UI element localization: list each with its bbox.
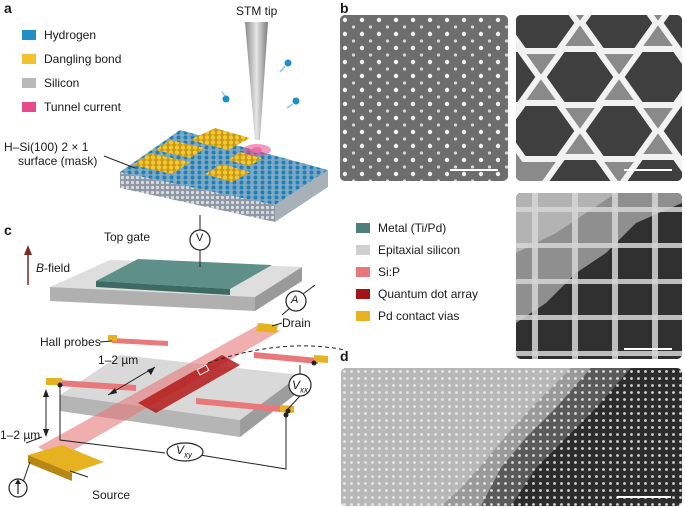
- legend-c-quantum-dot-array: Quantum dot array: [356, 287, 478, 301]
- grid-lines-image: [516, 193, 682, 359]
- epitaxial-silicon-swatch: [356, 245, 370, 255]
- vxx-label: Vxx: [292, 378, 308, 394]
- source-pad-front: [28, 455, 72, 481]
- desorbed-hydrogen: [292, 97, 300, 105]
- vxy-main: V: [176, 443, 185, 457]
- stm-image-hexagon: [516, 15, 682, 181]
- voltmeter-symbol: V: [196, 232, 204, 244]
- quantum-dot-array-region: [138, 355, 240, 413]
- vxy-meter-circle: [166, 442, 204, 462]
- legend-label: Tunnel current: [44, 100, 121, 114]
- zoom-box: [196, 364, 210, 376]
- dangling-bond-region: [190, 128, 250, 150]
- legend-label: Si:P: [378, 265, 401, 279]
- dimension-label-length: 1–2 µm: [98, 353, 139, 367]
- panel-letter-c: c: [4, 222, 12, 238]
- slab-front-face: [120, 172, 275, 222]
- vxy-sub: xy: [184, 450, 193, 460]
- hall-probe: [58, 380, 136, 391]
- metal-swatch: [356, 223, 370, 233]
- legend-a-tunnel-current: Tunnel current: [22, 100, 121, 114]
- panel-c-device-illustration: [8, 215, 345, 498]
- ammeter-symbol: A: [291, 294, 299, 306]
- contact-via: [46, 378, 62, 385]
- scale-bar: [617, 496, 671, 498]
- legend-c-pd-contact-vias: Pd contact vias: [356, 309, 459, 323]
- stm-tip: [245, 22, 268, 140]
- source-pad-top: [28, 445, 104, 473]
- scale-bar: [624, 348, 672, 350]
- tunnel-current-spot: [252, 147, 262, 153]
- contact-via: [314, 355, 328, 363]
- panel-a-illustration: [103, 22, 328, 222]
- panel-letter-b: b: [340, 0, 349, 16]
- scale-bar: [450, 169, 498, 171]
- dangling-bond-swatch: [22, 54, 36, 64]
- dangling-bond-region: [228, 152, 262, 166]
- zoom-connector-line: [207, 345, 345, 364]
- legend-label: Epitaxial silicon: [378, 243, 461, 257]
- hall-probes-label: Hall probes: [40, 335, 101, 349]
- dimension-label-width: 1–2 µm: [0, 428, 41, 442]
- vxy-label: Vxy: [176, 443, 192, 459]
- stm-image-grid: [516, 193, 682, 359]
- legend-c-epitaxial-silicon: Epitaxial silicon: [356, 243, 460, 257]
- legend-a-silicon: Silicon: [22, 76, 79, 90]
- stm-image-dots: [340, 15, 508, 181]
- hexagon-lattice-image: [516, 15, 682, 181]
- legend-label: Silicon: [44, 76, 80, 90]
- drain-label: Drain: [282, 316, 311, 330]
- dangling-bond-region: [133, 153, 190, 174]
- dot-array-image: [340, 15, 508, 181]
- vxx-main: V: [292, 378, 301, 392]
- b-field-symbol: B: [36, 261, 45, 275]
- ammeter-circle: [285, 290, 307, 312]
- hydrogen-swatch: [22, 30, 36, 40]
- legend-label: Pd contact vias: [378, 309, 460, 323]
- legend-label: Dangling bond: [44, 52, 122, 66]
- top-gate-metal-front: [96, 281, 230, 295]
- desorbed-hydrogen: [284, 59, 292, 67]
- quantum-dot-array-swatch: [356, 289, 370, 299]
- scale-bar: [624, 169, 672, 171]
- pd-contact-vias-swatch: [356, 311, 370, 321]
- contact-via: [108, 335, 117, 341]
- stm-image-dense-array: [341, 368, 682, 506]
- panel-letter-d: d: [340, 348, 349, 364]
- panel-letter-a: a: [4, 0, 12, 16]
- tunnel-current-swatch: [22, 102, 36, 112]
- sip-swatch: [356, 267, 370, 277]
- legend-a-hydrogen: Hydrogen: [22, 28, 96, 42]
- b-field-suffix: -field: [44, 261, 71, 275]
- legend-a-dangling-bond: Dangling bond: [22, 52, 121, 66]
- legend-c-sip: Si:P: [356, 265, 400, 279]
- legend-label: Quantum dot array: [378, 287, 479, 301]
- legend-c-metal: Metal (Ti/Pd): [356, 221, 446, 235]
- dense-dot-array-image: [341, 368, 682, 506]
- source-label: Source: [92, 488, 131, 502]
- substrate-front: [60, 395, 240, 437]
- surface-pointer-line: [103, 155, 136, 169]
- top-gate-metal: [96, 259, 272, 289]
- vxx-sub: xx: [300, 385, 309, 395]
- top-gate-base-side: [255, 267, 302, 311]
- b-field-label: B-field: [36, 261, 70, 275]
- silicon-swatch: [22, 78, 36, 88]
- surface-label-line1: H–Si(100) 2 × 1: [4, 140, 89, 154]
- top-gate-label: Top gate: [104, 230, 151, 244]
- dangling-bond-region: [205, 164, 250, 182]
- stm-tip-label: STM tip: [236, 4, 278, 18]
- desorbed-hydrogen: [222, 95, 230, 103]
- surface-label-line2: surface (mask): [18, 154, 98, 168]
- hall-probe: [112, 338, 168, 346]
- top-gate-base-front: [50, 287, 255, 311]
- legend-label: Hydrogen: [44, 28, 97, 42]
- dangling-bond-region: [155, 140, 205, 158]
- hall-probe: [196, 398, 290, 413]
- hall-probe: [254, 352, 318, 364]
- slab-side-face: [275, 170, 328, 222]
- legend-label: Metal (Ti/Pd): [378, 221, 447, 235]
